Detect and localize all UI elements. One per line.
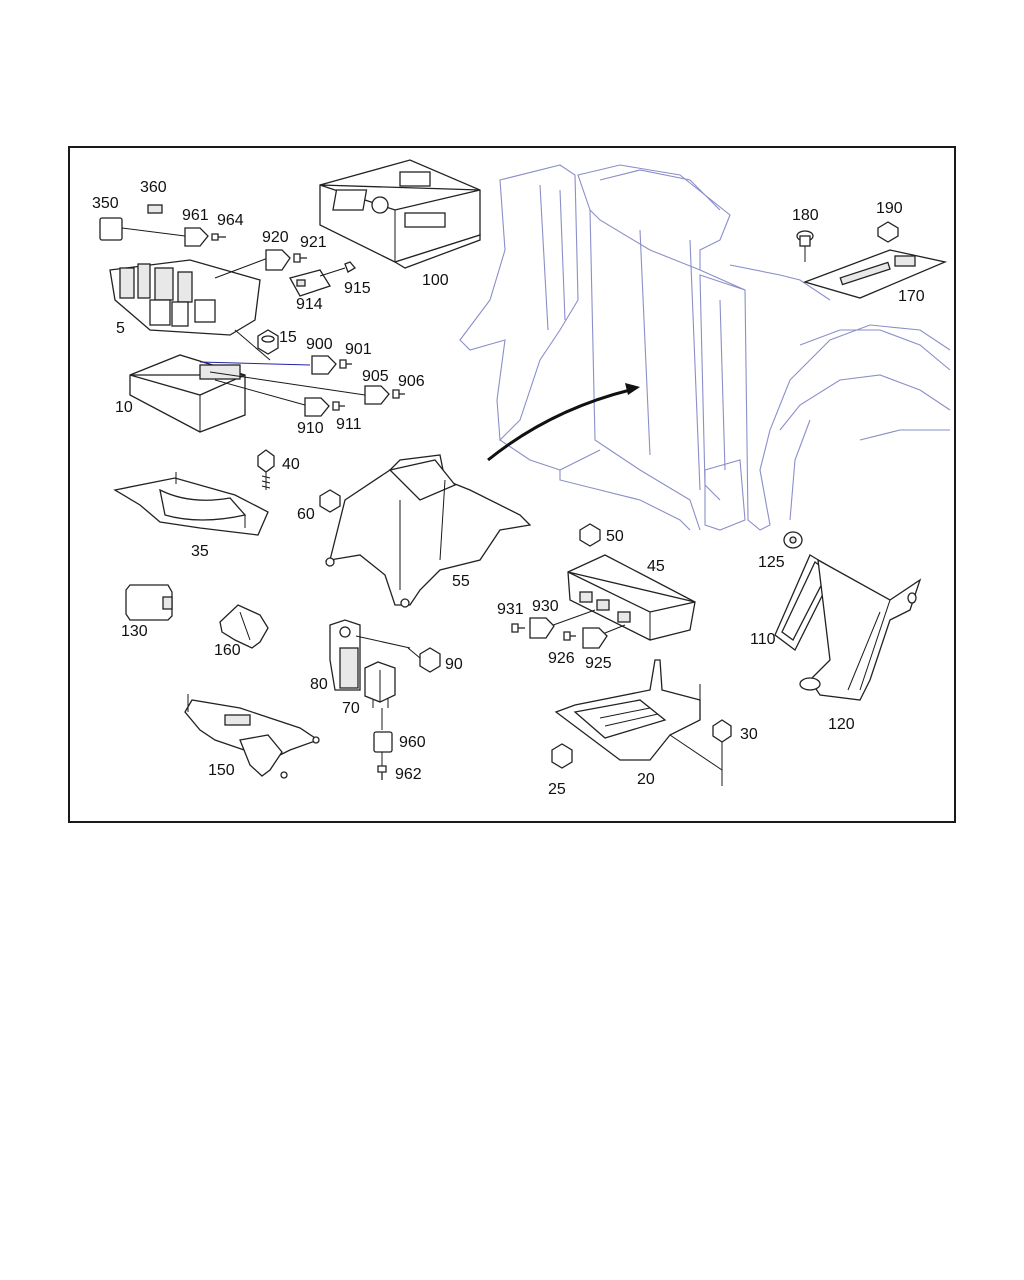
part-20-bracket[interactable] bbox=[554, 659, 701, 761]
label-960: 960 bbox=[399, 734, 426, 751]
label-926: 926 bbox=[548, 650, 575, 667]
label-110: 110 bbox=[750, 631, 776, 648]
part-55-bracket[interactable] bbox=[325, 454, 532, 608]
part-962-pin[interactable] bbox=[377, 765, 387, 780]
part-915-pin[interactable] bbox=[344, 261, 356, 273]
part-150-bracket[interactable] bbox=[184, 694, 320, 779]
part-45-control-unit[interactable] bbox=[567, 554, 696, 641]
part-90-bolt[interactable] bbox=[407, 647, 441, 673]
part-30-screw[interactable] bbox=[712, 719, 732, 786]
label-931: 931 bbox=[497, 601, 524, 618]
label-50: 50 bbox=[606, 528, 624, 545]
label-961: 961 bbox=[182, 207, 209, 224]
location-arrow bbox=[487, 388, 631, 462]
part-926-pin[interactable] bbox=[563, 631, 576, 641]
part-180-screw[interactable] bbox=[796, 230, 814, 262]
part-5-fuse-box[interactable] bbox=[109, 259, 261, 336]
part-911-pin[interactable] bbox=[332, 401, 345, 411]
vehicle-body-outline bbox=[459, 164, 951, 531]
part-100-control-unit[interactable] bbox=[319, 159, 481, 269]
label-150: 150 bbox=[208, 762, 235, 779]
diagram-frame: 350 360 961 964 920 921 915 914 100 5 15… bbox=[68, 146, 956, 823]
part-35-bracket[interactable] bbox=[113, 472, 269, 536]
part-50-nut[interactable] bbox=[579, 523, 601, 547]
label-962: 962 bbox=[395, 766, 422, 783]
part-914-bracket[interactable] bbox=[289, 269, 331, 297]
label-55: 55 bbox=[452, 573, 470, 590]
part-960-connector[interactable] bbox=[373, 731, 393, 753]
part-910-connector[interactable] bbox=[304, 397, 330, 417]
label-930: 930 bbox=[532, 598, 559, 615]
label-20: 20 bbox=[637, 771, 655, 788]
part-964-pin[interactable] bbox=[211, 233, 226, 241]
label-130: 130 bbox=[121, 623, 148, 640]
part-901-pin[interactable] bbox=[339, 359, 352, 369]
label-60: 60 bbox=[297, 506, 315, 523]
part-10-control-unit[interactable] bbox=[129, 354, 246, 433]
part-925-connector[interactable] bbox=[582, 627, 608, 649]
part-905-connector[interactable] bbox=[364, 385, 390, 405]
part-921-pin[interactable] bbox=[293, 253, 307, 263]
label-80: 80 bbox=[310, 676, 328, 693]
part-80-bracket[interactable] bbox=[329, 619, 361, 691]
label-180: 180 bbox=[792, 207, 819, 224]
label-920: 920 bbox=[262, 229, 289, 246]
label-160: 160 bbox=[214, 642, 241, 659]
part-930-connector[interactable] bbox=[529, 617, 555, 639]
part-906-pin[interactable] bbox=[392, 389, 405, 399]
label-190: 190 bbox=[876, 200, 903, 217]
label-350: 350 bbox=[92, 195, 119, 212]
part-190-nut[interactable] bbox=[877, 221, 899, 243]
part-25-nut[interactable] bbox=[551, 743, 573, 769]
label-911: 911 bbox=[336, 416, 362, 433]
label-15: 15 bbox=[279, 329, 297, 346]
label-900: 900 bbox=[306, 336, 333, 353]
label-5: 5 bbox=[116, 320, 125, 337]
label-125: 125 bbox=[758, 554, 785, 571]
label-925: 925 bbox=[585, 655, 612, 672]
label-70: 70 bbox=[342, 700, 360, 717]
label-921: 921 bbox=[300, 234, 327, 251]
label-40: 40 bbox=[282, 456, 300, 473]
arrow-head bbox=[625, 383, 640, 395]
label-910: 910 bbox=[297, 420, 324, 437]
label-100: 100 bbox=[422, 272, 449, 289]
part-160-cover[interactable] bbox=[219, 604, 269, 649]
label-360: 360 bbox=[140, 179, 167, 196]
part-360-fuse[interactable] bbox=[147, 204, 163, 214]
label-45: 45 bbox=[647, 558, 665, 575]
label-964: 964 bbox=[217, 212, 244, 229]
label-35: 35 bbox=[191, 543, 209, 560]
part-labels: 350 360 961 964 920 921 915 914 100 5 15… bbox=[92, 179, 925, 798]
label-906: 906 bbox=[398, 373, 425, 390]
part-350-relay[interactable] bbox=[99, 217, 123, 241]
label-10: 10 bbox=[115, 399, 133, 416]
part-125-grommet[interactable] bbox=[783, 531, 803, 549]
part-40-screw[interactable] bbox=[257, 449, 275, 490]
part-130-module[interactable] bbox=[125, 584, 173, 621]
part-961-connector[interactable] bbox=[184, 227, 209, 247]
label-901: 901 bbox=[345, 341, 372, 358]
label-914: 914 bbox=[296, 296, 323, 313]
label-30: 30 bbox=[740, 726, 758, 743]
label-170: 170 bbox=[898, 288, 925, 305]
part-120-bracket[interactable] bbox=[799, 558, 922, 701]
part-920-connector[interactable] bbox=[265, 249, 291, 271]
parts-diagram: 350 360 961 964 920 921 915 914 100 5 15… bbox=[92, 159, 951, 798]
part-170-plate[interactable] bbox=[802, 249, 948, 299]
part-900-connector[interactable] bbox=[311, 355, 337, 375]
part-931-pin[interactable] bbox=[511, 623, 525, 633]
label-120: 120 bbox=[828, 716, 855, 733]
label-915: 915 bbox=[344, 280, 371, 297]
part-60-nut[interactable] bbox=[319, 489, 341, 513]
label-25: 25 bbox=[548, 781, 566, 798]
label-905: 905 bbox=[362, 368, 389, 385]
part-70-relay[interactable] bbox=[364, 661, 396, 708]
label-90: 90 bbox=[445, 656, 463, 673]
